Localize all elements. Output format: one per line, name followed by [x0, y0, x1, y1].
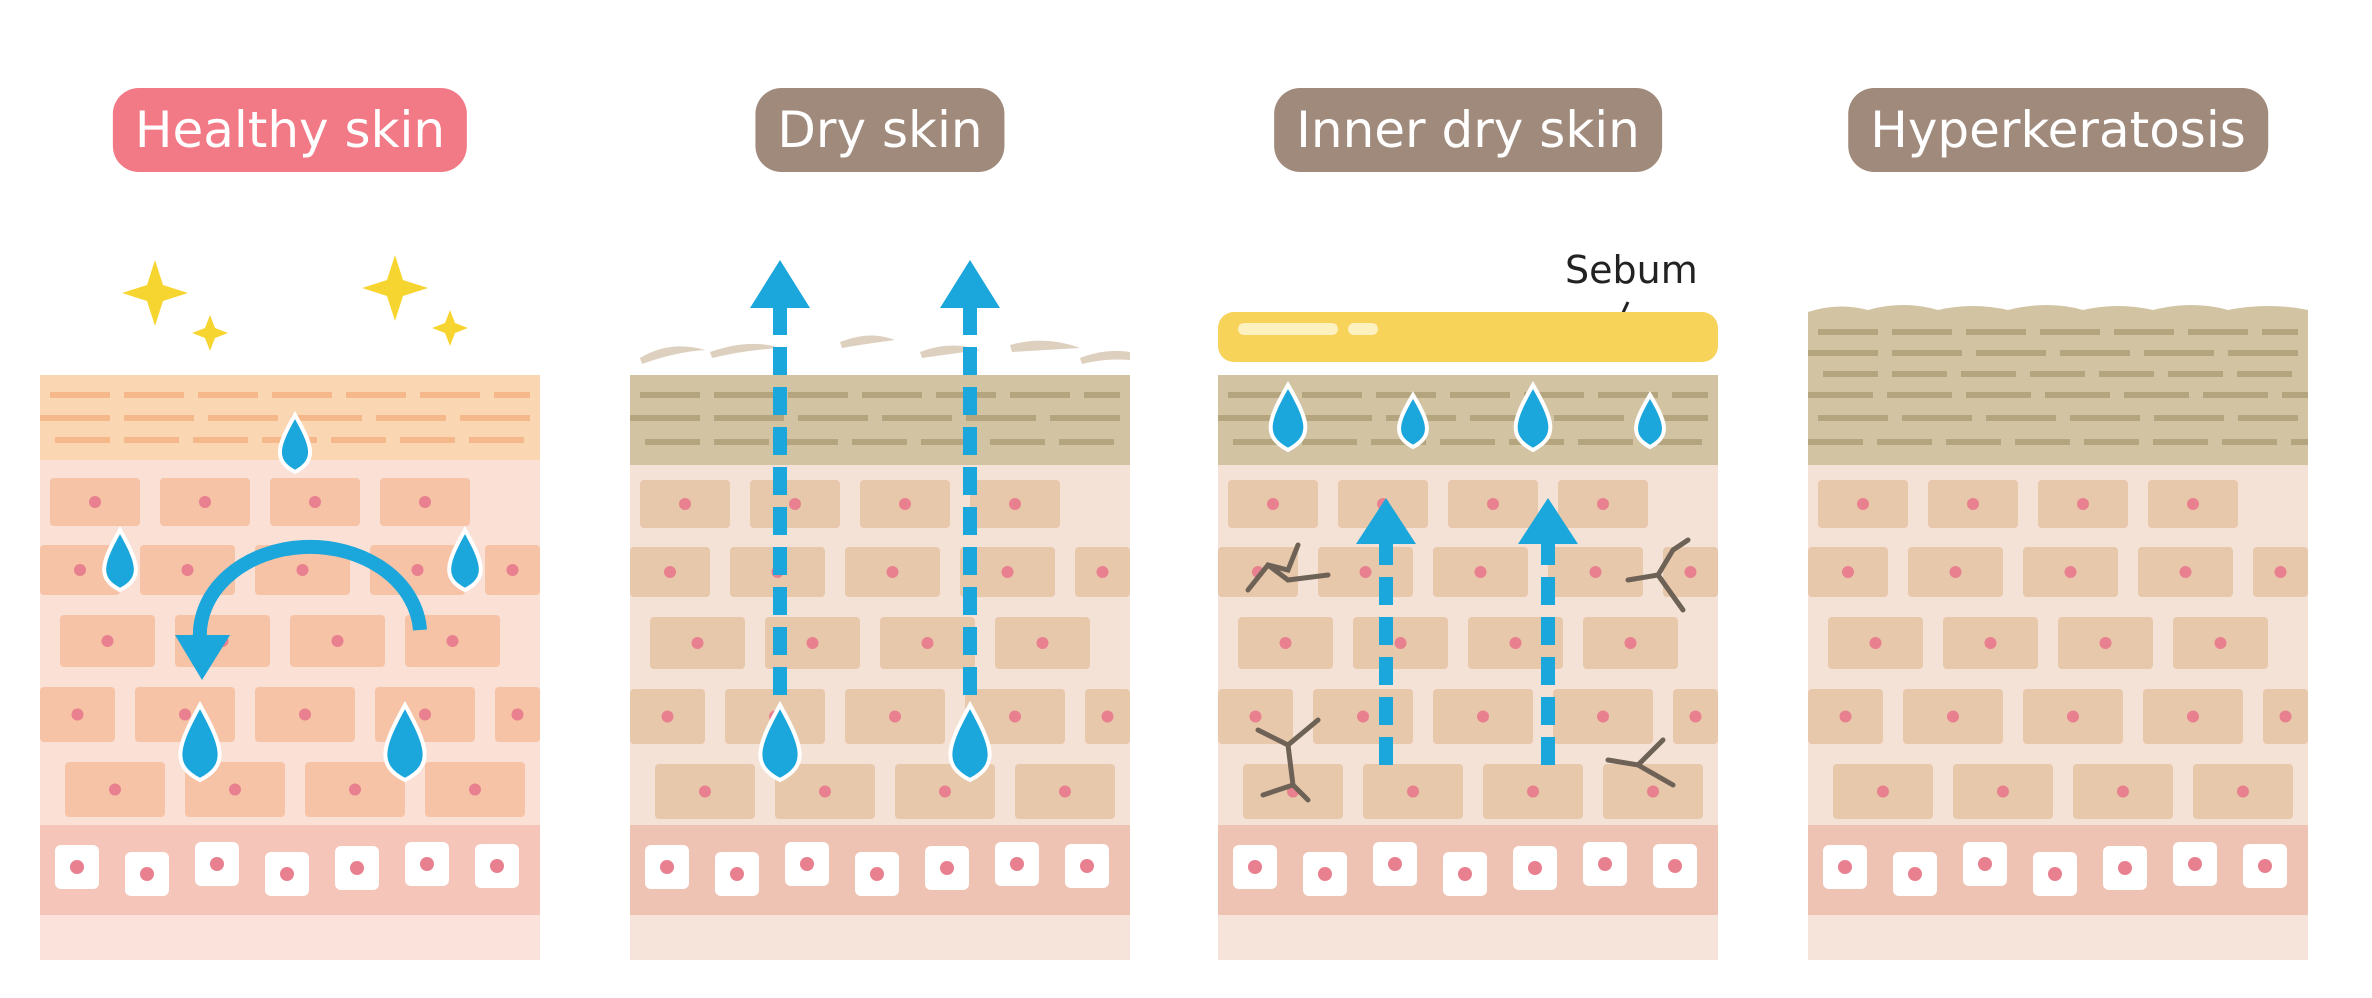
water-drop-icon — [758, 700, 992, 783]
dermis — [630, 915, 1130, 960]
moisture-loss-arrow-icon — [1356, 498, 1578, 765]
dermis — [1218, 915, 1718, 960]
evaporation-arrow-icon — [750, 260, 1000, 695]
flaking-scales — [640, 335, 1130, 364]
dry-skin-diagram — [630, 260, 1130, 960]
dermis — [40, 915, 540, 960]
water-drop-icon — [1268, 380, 1666, 453]
panel-hyperkeratosis: Hyperkeratosis — [1808, 0, 2308, 998]
sebum-layer — [1218, 312, 1718, 362]
panel-inner-dry-skin: Inner dry skin Sebum — [1218, 0, 1718, 998]
stratum-corneum — [630, 375, 1130, 465]
inner-dry-skin-diagram — [1218, 301, 1718, 960]
crack-icon — [1245, 537, 1691, 803]
sparkle-icon — [122, 255, 468, 351]
panel-label-dry-skin: Dry skin — [755, 88, 1005, 172]
circulation-arrow-icon — [192, 539, 427, 641]
dermis — [1808, 915, 2308, 960]
panel-label-healthy-skin: Healthy skin — [112, 88, 468, 172]
healthy-skin-diagram — [40, 255, 540, 960]
hyperkeratosis-diagram — [1808, 305, 2308, 960]
panel-dry-skin: Dry skin — [630, 0, 1130, 998]
panel-label-hyperkeratosis: Hyperkeratosis — [1848, 88, 2268, 172]
thickened-stratum-corneum — [1808, 305, 2308, 465]
water-drop-icon — [102, 410, 483, 783]
panel-label-inner-dry-skin: Inner dry skin — [1274, 88, 1662, 172]
sebum-label: Sebum — [1565, 248, 1698, 292]
panel-healthy-skin: Healthy skin — [40, 0, 540, 998]
